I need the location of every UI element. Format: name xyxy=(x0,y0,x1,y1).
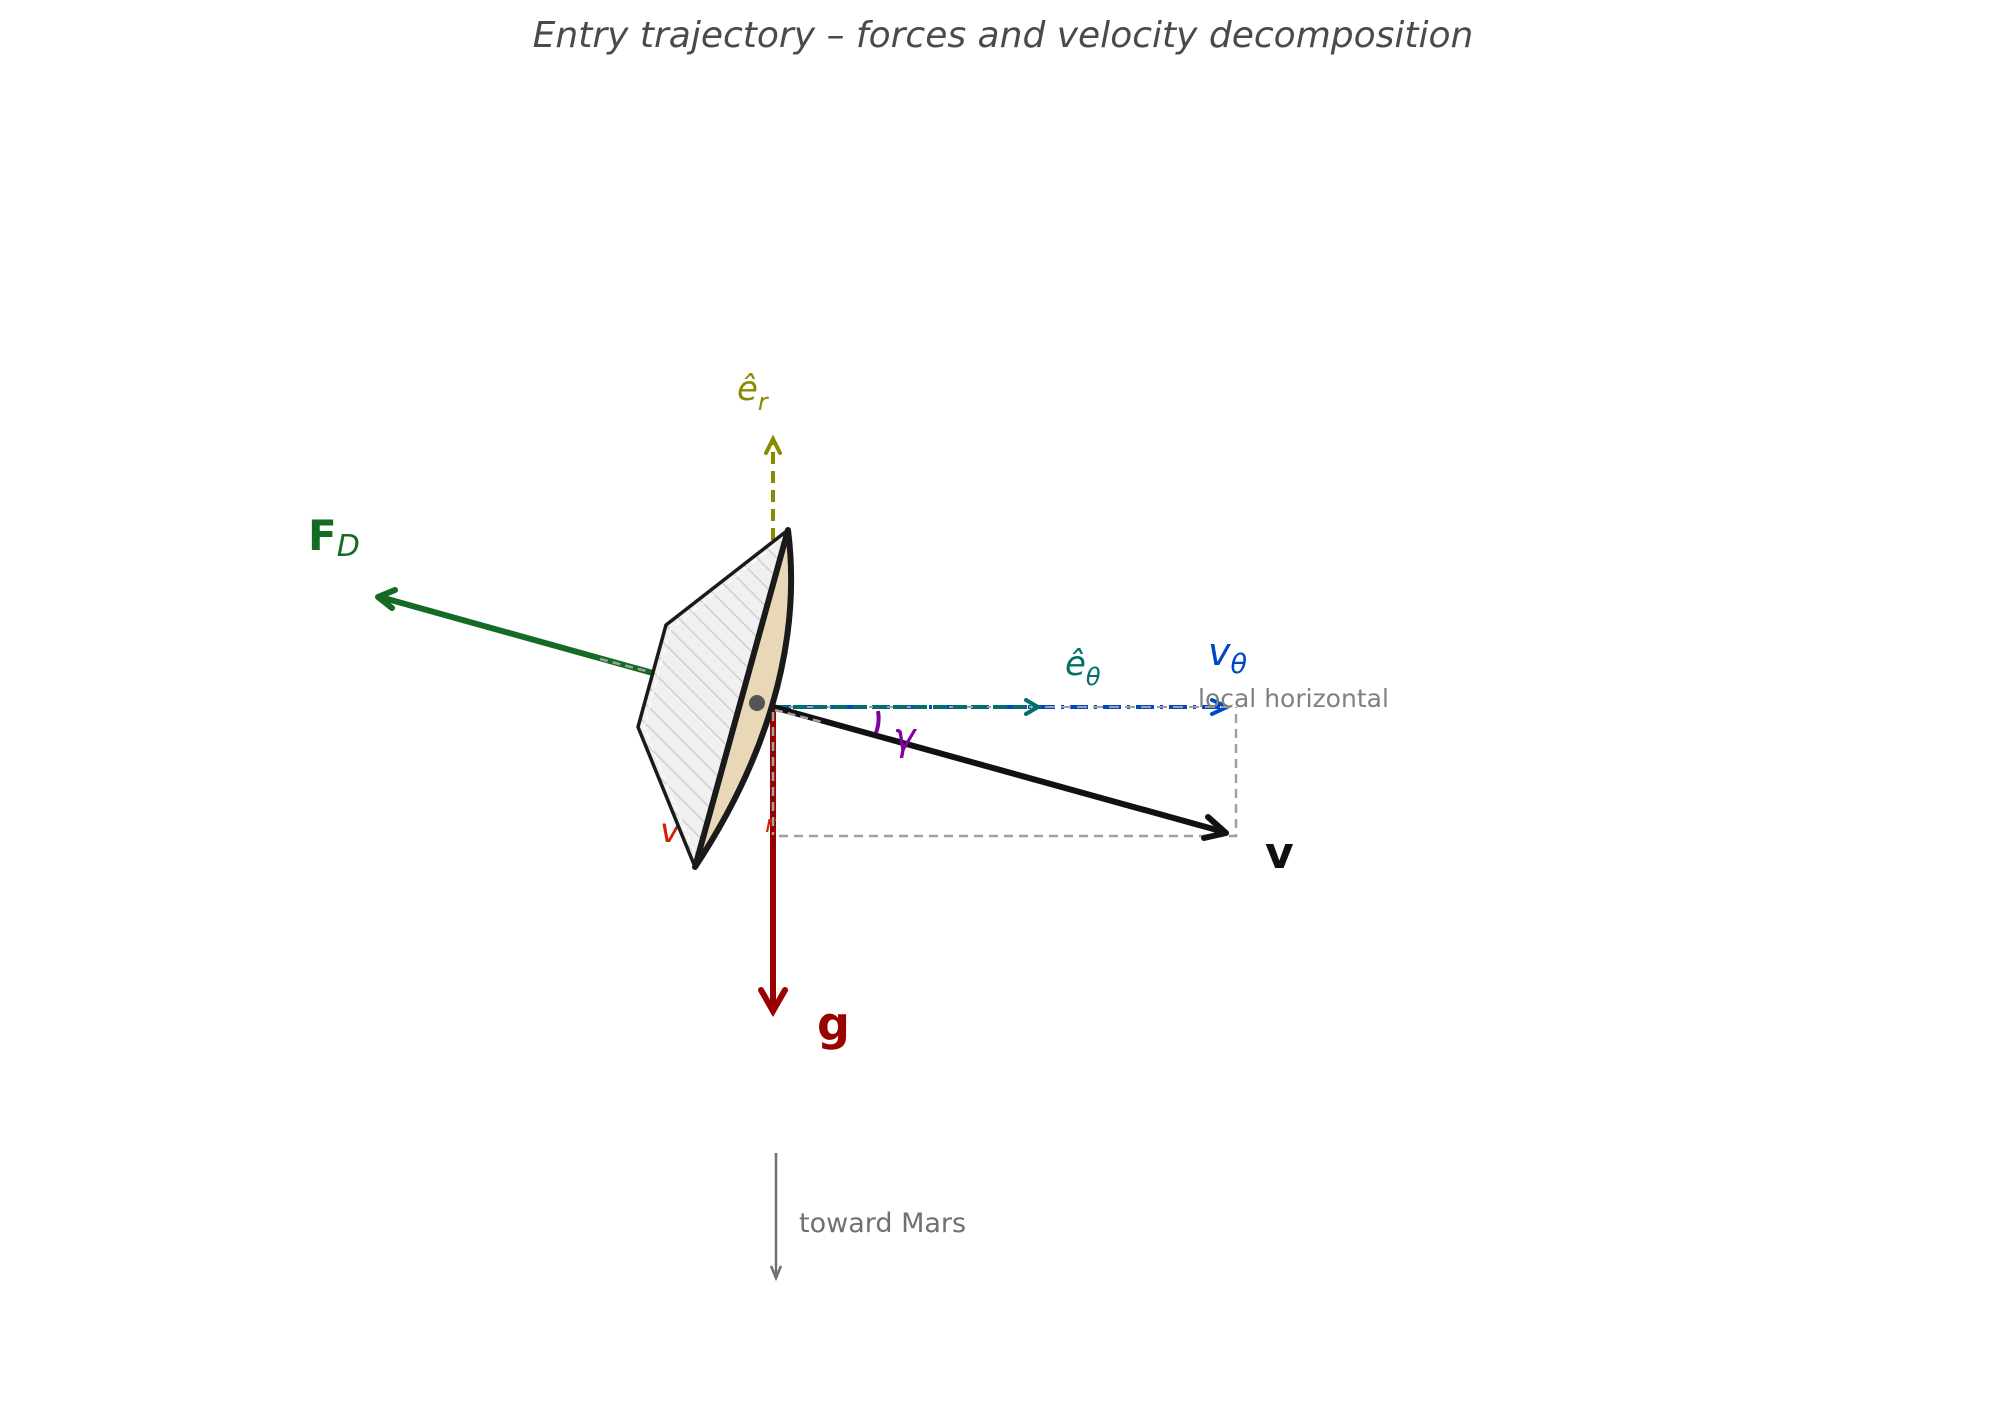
local-horizontal-label: local horizontal xyxy=(1198,684,1389,713)
flight-path-angle-arc xyxy=(874,710,881,734)
velocity-label: v xyxy=(1265,828,1294,879)
flight-path-angle-label: γ xyxy=(893,715,918,759)
center-of-mass-dot xyxy=(749,695,765,711)
radial-unit-arrow xyxy=(764,434,782,540)
v-theta-label: vθ xyxy=(1208,630,1247,680)
tangential-unit-label: êθ xyxy=(1065,644,1101,691)
gravity-arrow xyxy=(758,707,788,1018)
capsule-heat-shield xyxy=(692,527,795,870)
drag-label: FD xyxy=(308,511,360,564)
gravity-label: g xyxy=(817,997,850,1051)
toward-mars-label: toward Mars xyxy=(799,1208,966,1239)
velocity-arrow xyxy=(772,704,1229,841)
toward-mars-arrow xyxy=(769,1153,783,1282)
diagram-title: Entry trajectory – forces and velocity d… xyxy=(533,15,1474,56)
radial-unit-label: êr xyxy=(737,369,770,416)
entry-capsule xyxy=(636,527,795,870)
drag-arrow xyxy=(375,587,661,678)
tangential-unit-arrow xyxy=(773,698,1042,716)
